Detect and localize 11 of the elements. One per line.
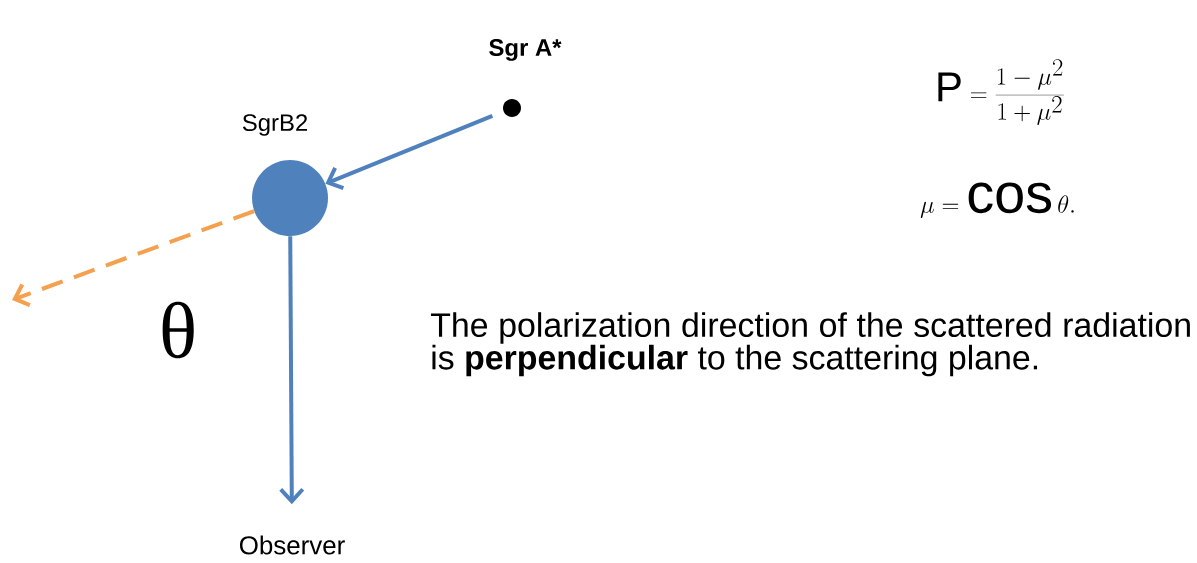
arrow <box>325 114 494 191</box>
angle-label: θ <box>162 301 194 359</box>
arrow <box>12 209 255 307</box>
observer-label: Observer <box>240 535 345 555</box>
node-label: SgrB2 <box>242 114 308 136</box>
formula: $\mathrm{P}=\frac{1-\mu^2}{1+\mu^2}$ <box>938 59 1064 125</box>
arrow <box>279 236 305 505</box>
node-label: Sgr A* <box>489 39 562 61</box>
description-text: The polarization direction of the scattered radiation is perpendicular to the scattering plane. <box>430 312 1190 377</box>
cloud-disk: SgrB2 <box>242 114 328 236</box>
formula: $\mu=\cos\theta.$ <box>920 182 1074 218</box>
